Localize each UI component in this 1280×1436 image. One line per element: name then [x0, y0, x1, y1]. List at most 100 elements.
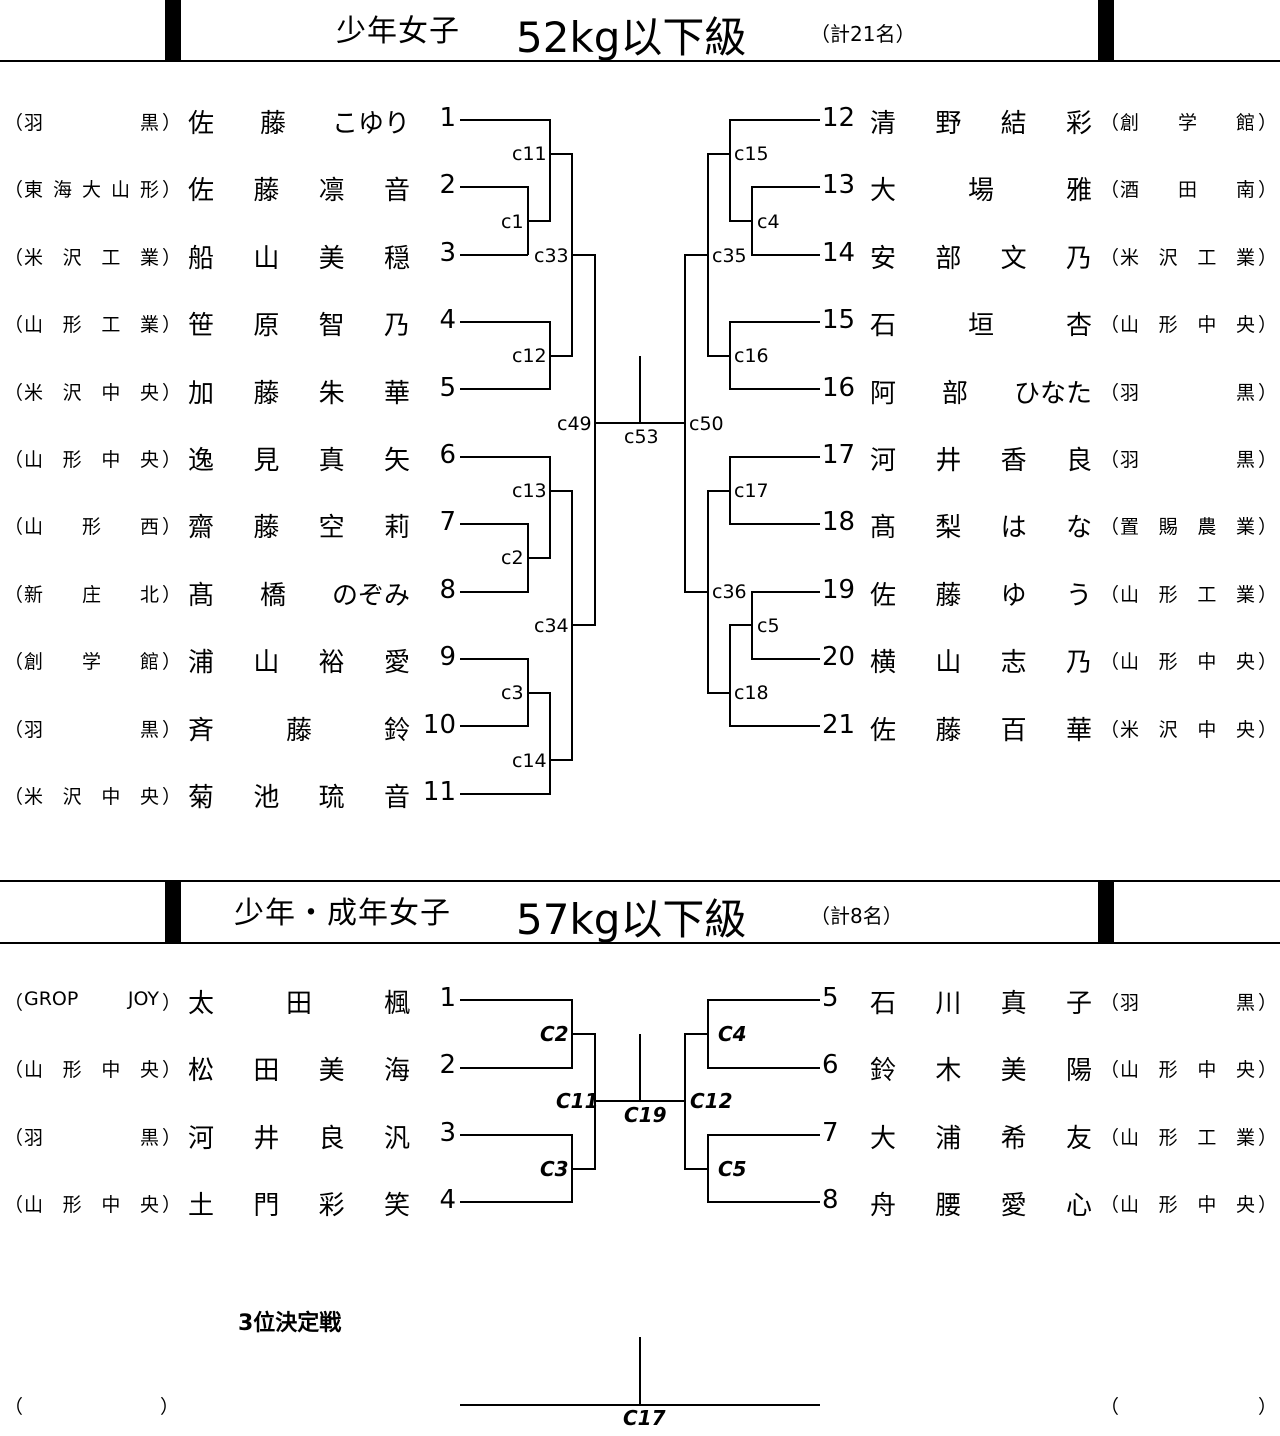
section1-right-aff-close-8: ）	[1258, 651, 1278, 674]
name-part: 乃	[1065, 648, 1092, 679]
section2-right-aff-close-1: ）	[1258, 1059, 1278, 1082]
section1-right-name-3: 石垣杏	[870, 305, 1092, 342]
section1-right-aff-close-9: ）	[1258, 718, 1278, 741]
section1-left-aff-open-10: （	[4, 786, 24, 808]
section1-left-affiliation-7: 新庄北	[24, 583, 159, 606]
section1-right-aff-close-2: ）	[1258, 246, 1278, 269]
section1-left-name-2: 船山美穏	[188, 238, 410, 275]
section2-left-aff-open-2: （	[4, 1126, 24, 1149]
section1-left-affiliation-2: 米沢工業	[24, 246, 159, 269]
name-part: 土	[188, 1191, 215, 1222]
section2-right-affiliation-0: 羽黒	[1120, 992, 1255, 1014]
section1-left-aff-open-8: （	[4, 651, 24, 674]
match-label-c11: c11	[512, 143, 547, 165]
name-part: 矢	[383, 446, 410, 476]
section1-left-seed-5: 6	[439, 440, 456, 470]
name-part: 彩	[1065, 109, 1092, 139]
name-part: 斉	[188, 715, 215, 746]
section1-left-name-3: 笹原智乃	[188, 305, 410, 342]
section2-right-aff-open-1: （	[1100, 1059, 1120, 1082]
name-part: 藤	[253, 513, 280, 544]
section1-left-affiliation-3: 山形工業	[24, 314, 159, 337]
name-part: 門	[253, 1191, 280, 1222]
name-part: 浦	[935, 1123, 962, 1154]
match-label-C11: C11	[556, 1089, 599, 1113]
name-part: 陽	[1065, 1056, 1092, 1087]
name-part: 木	[935, 1056, 962, 1087]
name-part: 佐	[870, 580, 897, 611]
section1-left-affiliation-5: 山形中央	[24, 449, 159, 471]
name-part: 井	[935, 446, 962, 476]
section1-left-name-5: 逸見真矢	[188, 440, 410, 477]
match-label-c35: c35	[712, 245, 747, 267]
name-part: 穏	[383, 243, 410, 274]
section2-right-seed-3: 8	[822, 1185, 839, 1216]
section2-left-seed-2: 3	[439, 1117, 456, 1148]
section2-right-name-3: 舟腰愛心	[870, 1185, 1092, 1222]
name-part: 髙	[870, 513, 897, 544]
section1-left-seed-3: 4	[439, 305, 456, 336]
name-part: 朱	[318, 378, 345, 409]
name-part: 美	[318, 1056, 345, 1087]
section1-left-name-7: 髙橋のぞみ	[188, 575, 410, 612]
name-part: 垣	[967, 311, 994, 342]
section1-right-aff-close-0: ）	[1258, 112, 1278, 134]
section1-left-affiliation-10: 米沢中央	[24, 786, 159, 808]
name-part: 佐	[188, 176, 215, 207]
section1-right-name-9: 佐藤百華	[870, 710, 1092, 747]
section1-right-aff-close-1: ）	[1258, 179, 1278, 202]
name-part: 百	[1000, 715, 1027, 746]
match-label-c15: c15	[734, 143, 769, 165]
name-part: 音	[383, 176, 410, 207]
name-part: 齋	[188, 513, 215, 544]
name-part: 安	[870, 243, 897, 274]
name-part: 見	[253, 446, 280, 476]
match-label-c18: c18	[734, 682, 769, 704]
section1-right-name-7: 佐藤ゆう	[870, 575, 1092, 612]
section2-right-name-2: 大浦希友	[870, 1118, 1092, 1155]
section1-left-name-10: 菊池琉音	[188, 777, 410, 814]
name-part: 田	[253, 1056, 280, 1087]
name-part: 愛	[1000, 1191, 1027, 1222]
match-label-c53: c53	[624, 426, 659, 448]
section2-right-aff-close-3: ）	[1258, 1194, 1278, 1217]
header-right-bar	[1098, 0, 1114, 60]
name-part: 華	[383, 378, 410, 409]
match-label-C5: C5	[718, 1157, 747, 1181]
name-part: 田	[285, 989, 312, 1019]
section1-right-seed-5: 17	[822, 440, 856, 470]
name-part: 橋	[259, 580, 286, 611]
section2-header: 少年・成年女子 57kg以下級 （計8名）	[0, 880, 1280, 944]
section2-right-seed-2: 7	[822, 1117, 839, 1148]
match-label-C3: C3	[540, 1157, 569, 1181]
name-part: 真	[1000, 989, 1027, 1019]
name-part: 汎	[383, 1123, 410, 1154]
match-label-c17: c17	[734, 480, 769, 502]
section1-left-aff-close-9: ）	[162, 718, 182, 741]
name-part: 鈴	[870, 1056, 897, 1087]
section1-right-affiliation-1: 酒田南	[1120, 179, 1255, 202]
section1-right-aff-open-8: （	[1100, 651, 1120, 674]
name-part: 山	[253, 243, 280, 274]
header-left-bar	[165, 882, 181, 942]
name-part: 乃	[383, 311, 410, 342]
name-part: 髙	[188, 580, 215, 611]
section1-left-aff-open-4: （	[4, 381, 24, 404]
section2-left-aff-close-2: ）	[162, 1126, 182, 1149]
name-part: 美	[318, 243, 345, 274]
section1-left-aff-open-9: （	[4, 718, 24, 741]
name-part: 雅	[1065, 176, 1092, 207]
section1-right-aff-open-6: （	[1100, 516, 1120, 539]
name-part: 海	[383, 1056, 410, 1087]
name-part: 裕	[318, 648, 345, 679]
section1-right-affiliation-0: 創学館	[1120, 112, 1255, 134]
name-part: 子	[1065, 989, 1092, 1019]
name-part: 空	[318, 513, 345, 544]
section1-left-affiliation-4: 米沢中央	[24, 381, 159, 404]
section1-right-seed-7: 19	[822, 574, 856, 605]
name-part: 太	[188, 989, 215, 1019]
section2-right-aff-open-2: （	[1100, 1126, 1120, 1149]
name-part: 藤	[259, 109, 286, 139]
name-part: 阿	[870, 378, 897, 409]
section2-right-affiliation-3: 山形中央	[1120, 1194, 1255, 1217]
